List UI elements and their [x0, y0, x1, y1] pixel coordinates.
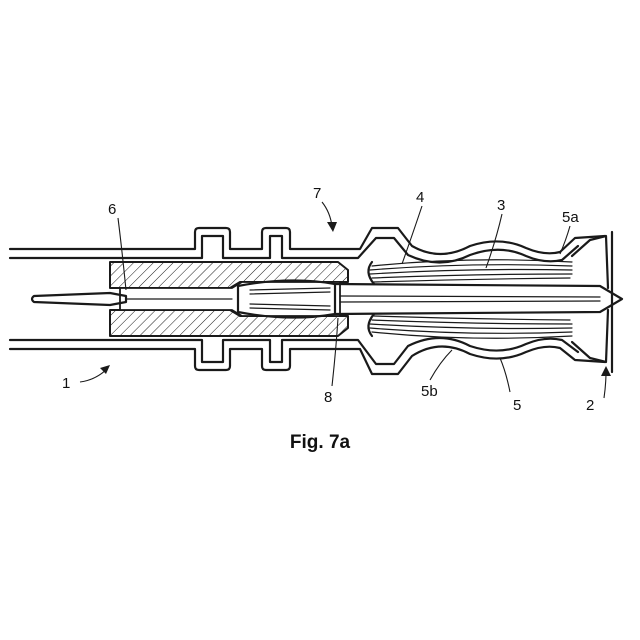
housing-outer-wall-top — [10, 228, 605, 254]
label-3: 3 — [497, 197, 505, 214]
needle-tip — [32, 293, 126, 305]
label-5b: 5b — [421, 383, 438, 400]
cannula-line-2 — [340, 301, 600, 302]
label-1: 1 — [62, 375, 70, 392]
cannula-line-1 — [340, 296, 600, 297]
label-6: 6 — [108, 201, 116, 218]
label-2: 2 — [586, 397, 594, 414]
folded-sleeve-lower — [368, 314, 572, 338]
arrow-1 — [80, 365, 110, 382]
label-5: 5 — [513, 397, 521, 414]
cannula-shaft — [335, 284, 622, 314]
label-4: 4 — [416, 189, 424, 206]
end-piece-upper — [572, 236, 608, 288]
arrow-2 — [601, 366, 611, 398]
housing-inner-wall-bottom — [10, 338, 578, 364]
figure-caption: Fig. 7a — [290, 432, 351, 453]
folded-sleeve-upper — [368, 260, 572, 284]
label-8: 8 — [324, 389, 332, 406]
arrow-7 — [322, 202, 337, 232]
end-piece-lower — [572, 310, 608, 362]
label-7: 7 — [313, 185, 321, 202]
label-5a: 5a — [562, 209, 579, 226]
housing-outer-wall-bottom — [10, 346, 605, 374]
